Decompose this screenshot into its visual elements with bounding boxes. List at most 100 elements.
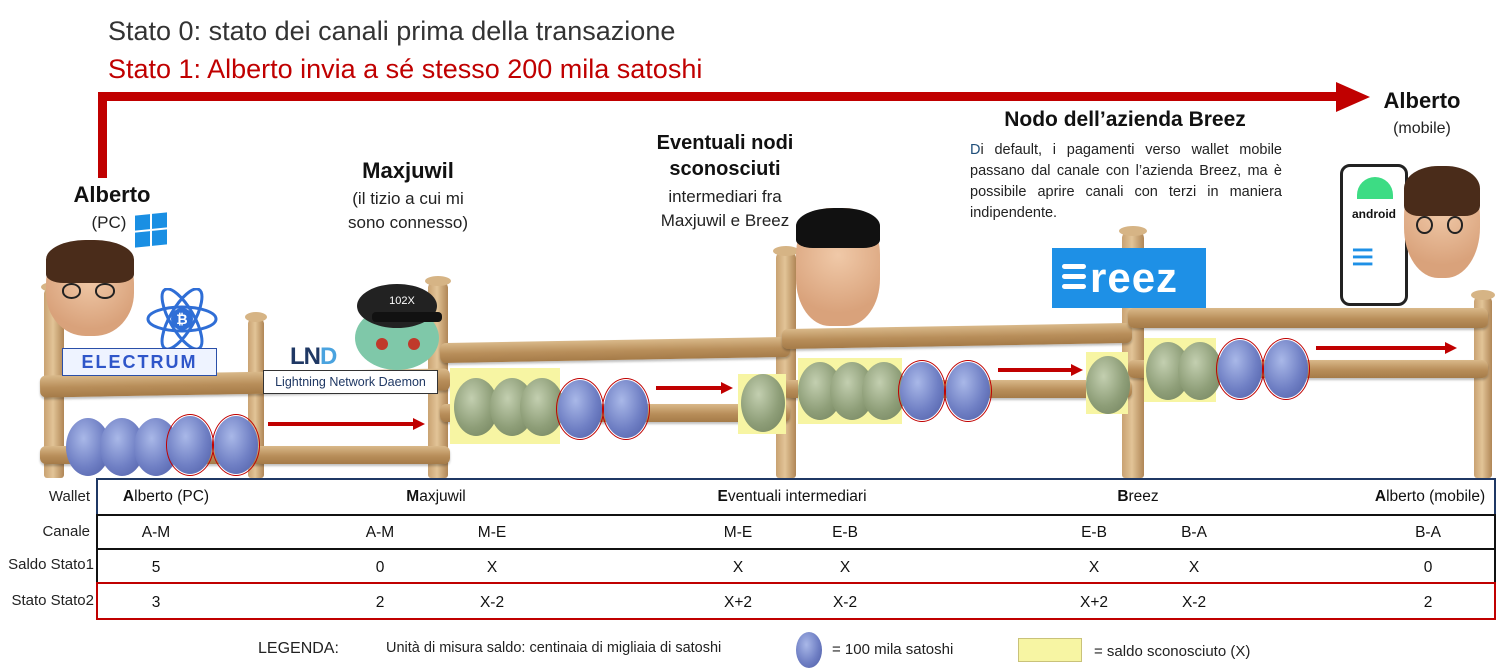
saldo1-cell: X [1188, 559, 1200, 576]
alberto-mobile-avatar [1404, 166, 1480, 278]
wallet-rest: ventuali intermediari [727, 488, 867, 505]
fence-post [1471, 290, 1495, 478]
saldo1-cell: X [732, 559, 744, 576]
wallet-bold: B [1117, 488, 1129, 505]
svg-text:₿: ₿ [176, 311, 187, 327]
electrum-logo: ELECTRUM [62, 348, 217, 376]
bulbasaur-icon: 102X [355, 284, 442, 370]
lnd-logo-text: Lightning Network Daemon [263, 370, 438, 394]
saldo2-cell: X-2 [479, 594, 505, 611]
node-alberto-mobile-sub: (mobile) [1393, 120, 1451, 137]
saldo1-cell: 0 [375, 559, 385, 576]
node-maxjuwil-sub-1: (il tizio a cui mi [352, 189, 464, 208]
wallet-breez: Breez [1117, 488, 1158, 506]
saldo2-cell: X-2 [832, 594, 858, 611]
wallet-rest: lberto (mobile) [1386, 488, 1486, 505]
flow-arrow [656, 386, 722, 390]
avatar-hair [796, 208, 880, 249]
breez-desc-rest: i default, i pagamenti verso wallet mobi… [970, 142, 1282, 222]
wallet-bold: E [717, 488, 728, 505]
unknown-node-avatar [796, 208, 880, 326]
saldo2-cell: X-2 [1181, 594, 1207, 611]
flow-arrow-head [721, 382, 733, 394]
flow-arrow [998, 368, 1072, 372]
flow-arrow-head [1445, 342, 1457, 354]
bead-moved [898, 360, 946, 422]
bead-unknown [741, 374, 785, 432]
legend-unknown-swatch [1018, 638, 1082, 662]
channel-cell: A-M [141, 524, 171, 541]
title-state-0-prefix: Stato [108, 16, 179, 46]
title-state-1: Stato 1: Alberto invia a sé stesso 200 m… [108, 54, 703, 84]
bead-unknown [1086, 356, 1130, 414]
bead-moved [1262, 338, 1310, 400]
avatar-glasses-left [1416, 216, 1433, 235]
bead-moved [212, 414, 260, 476]
breez-lines-icon [1062, 264, 1086, 292]
wallet-intermediari: Eventuali intermediari [717, 488, 866, 506]
lnd-logo-mark: LND [290, 343, 337, 371]
wallet-maxjuwil: Maxjuwil [406, 488, 465, 506]
bead-moved [602, 378, 650, 440]
legend-label: LEGENDA: [258, 640, 339, 657]
flow-arrow-head [413, 418, 425, 430]
saldo2-cell: X+2 [1079, 594, 1109, 611]
alberto-pc-avatar [46, 240, 134, 336]
cap-text: 102X [389, 295, 415, 307]
route-arrow-vertical [98, 92, 107, 178]
wallet-rest: lberto (PC) [134, 488, 210, 505]
channel-cell: B-A [1415, 524, 1441, 541]
row-label-canale: Canale [42, 523, 90, 540]
wallet-bold: A [122, 488, 135, 505]
bead-moved [556, 378, 604, 440]
title-state-0-num: 0 [178, 16, 194, 46]
wallet-alberto-pc: Alberto (PC) [123, 488, 209, 506]
node-alberto-pc-name: Alberto [73, 182, 151, 207]
table-wallet-row [96, 478, 1496, 514]
node-breez-name: Nodo dell’azienda Breez [1004, 108, 1246, 131]
title-state-0: Stato 0: stato dei canali prima della tr… [108, 16, 675, 47]
fence-rail [1128, 308, 1488, 328]
node-unknown-name-1: Eventuali nodi [656, 132, 794, 154]
node-breez-description: Di default, i pagamenti verso wallet mob… [970, 140, 1282, 224]
table-saldo1-row [96, 548, 1496, 584]
lnd-mark-l: L [290, 343, 305, 370]
legend-bead-text: = 100 mila satoshi [832, 641, 954, 658]
channel-cell: E-B [1081, 524, 1107, 541]
phone-icon: android ≡ [1340, 164, 1408, 306]
wallet-rest: axjuwil [419, 488, 466, 505]
wallet-bold: M [406, 488, 420, 505]
node-alberto-pc-sub: (PC) [91, 213, 127, 232]
title-state-0-rest: : stato dei canali prima della transazio… [193, 16, 676, 46]
channel-cell: M-E [477, 524, 507, 541]
legend-bead-icon [796, 632, 822, 668]
avatar-glasses-right [1446, 216, 1464, 235]
android-icon [1357, 177, 1393, 199]
fence-post [773, 246, 799, 478]
bead-unknown [520, 378, 564, 436]
fence-rail [781, 322, 1133, 350]
table-saldo2-row [96, 582, 1496, 620]
route-arrow-horizontal [98, 92, 1338, 101]
saldo2-cell: X+2 [723, 594, 753, 611]
avatar-hair [46, 240, 134, 284]
wallet-bold: A [1374, 488, 1387, 505]
channel-cell: A-M [365, 524, 395, 541]
node-unknown-sub-1: intermediari fra [668, 187, 782, 206]
legend-unknown-text: = saldo sconosciuto (X) [1094, 643, 1251, 660]
breez-app-icon: ≡ [1351, 235, 1375, 279]
channel-cell: E-B [832, 524, 858, 541]
avatar-glasses-left [61, 283, 82, 299]
node-alberto-mobile-name: Alberto [1383, 88, 1461, 113]
wallet-rest: reez [1128, 488, 1159, 505]
legend-unit: Unità di misura saldo: centinaia di migl… [386, 640, 722, 656]
flow-arrow-head [1071, 364, 1083, 376]
flow-arrow [268, 422, 414, 426]
lnd-mark-n: N [303, 343, 321, 370]
bead-unknown [1178, 342, 1222, 400]
lnd-mark-d: D [320, 343, 337, 370]
fence-rail [439, 336, 791, 364]
saldo1-cell: 0 [1423, 559, 1433, 576]
channel-cell: M-E [723, 524, 753, 541]
saldo1-cell: X [486, 559, 498, 576]
